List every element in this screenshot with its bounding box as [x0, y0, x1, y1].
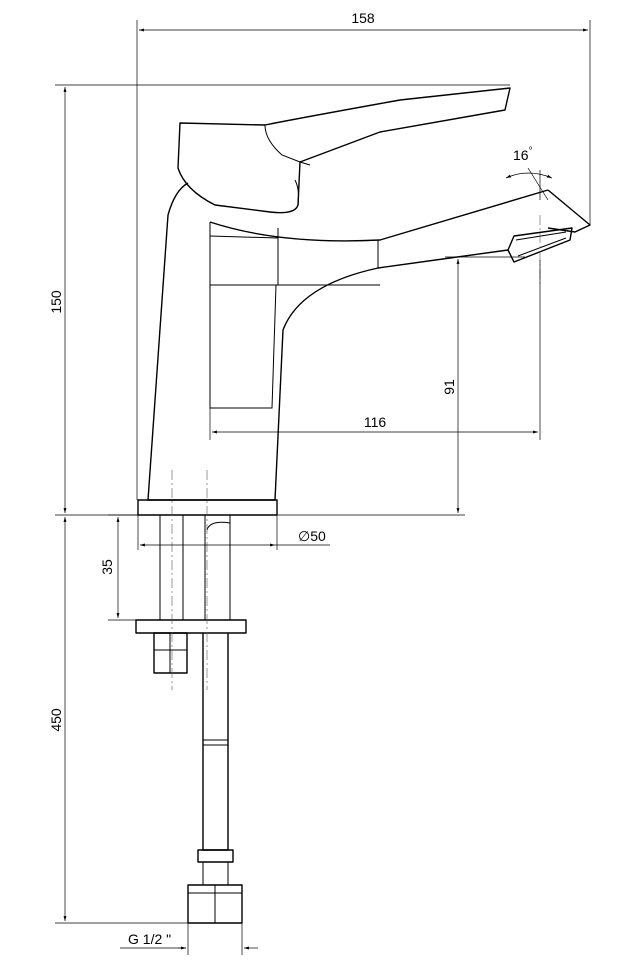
mounting-stud	[159, 515, 231, 620]
base-diameter-value: 50	[310, 528, 326, 544]
dim-aerator-angle: 16°	[505, 146, 553, 201]
overall-width-label: 158	[351, 10, 375, 26]
overall-height-label: 150	[48, 290, 64, 314]
dim-hose-length: 450	[48, 517, 188, 924]
center-lines	[171, 215, 541, 690]
angle-unit: °	[529, 146, 533, 157]
aerator	[507, 227, 573, 263]
clamp-plate	[135, 619, 247, 634]
aerator-angle-label: 16°	[513, 146, 533, 163]
dim-base-diameter: ∅50	[137, 515, 330, 550]
aerator-angle-value: 16	[513, 147, 529, 163]
thread-label: G 1/2 "	[128, 931, 171, 947]
clamp-depth-label: 35	[99, 559, 115, 575]
hex-nut-upper	[153, 632, 188, 674]
lever-handle	[177, 87, 511, 214]
dim-overall-height: 150	[48, 84, 510, 516]
dim-overall-width: 158	[136, 10, 591, 500]
dim-clamp-depth: 35	[99, 514, 138, 621]
faucet-body	[147, 182, 591, 501]
hose-length-label: 450	[48, 708, 64, 732]
hose-nut-g12	[187, 884, 243, 924]
dim-spout-reach: 116	[209, 260, 541, 440]
base-diameter-label: ∅50	[298, 528, 326, 544]
dim-spout-height: 91	[277, 256, 525, 516]
diameter-symbol: ∅	[298, 528, 310, 544]
spout-height-label: 91	[441, 379, 457, 395]
flexible-hose	[197, 633, 234, 886]
dim-thread: G 1/2 "	[120, 923, 258, 955]
spout-reach-label: 116	[364, 414, 387, 430]
base-plate	[137, 499, 278, 516]
